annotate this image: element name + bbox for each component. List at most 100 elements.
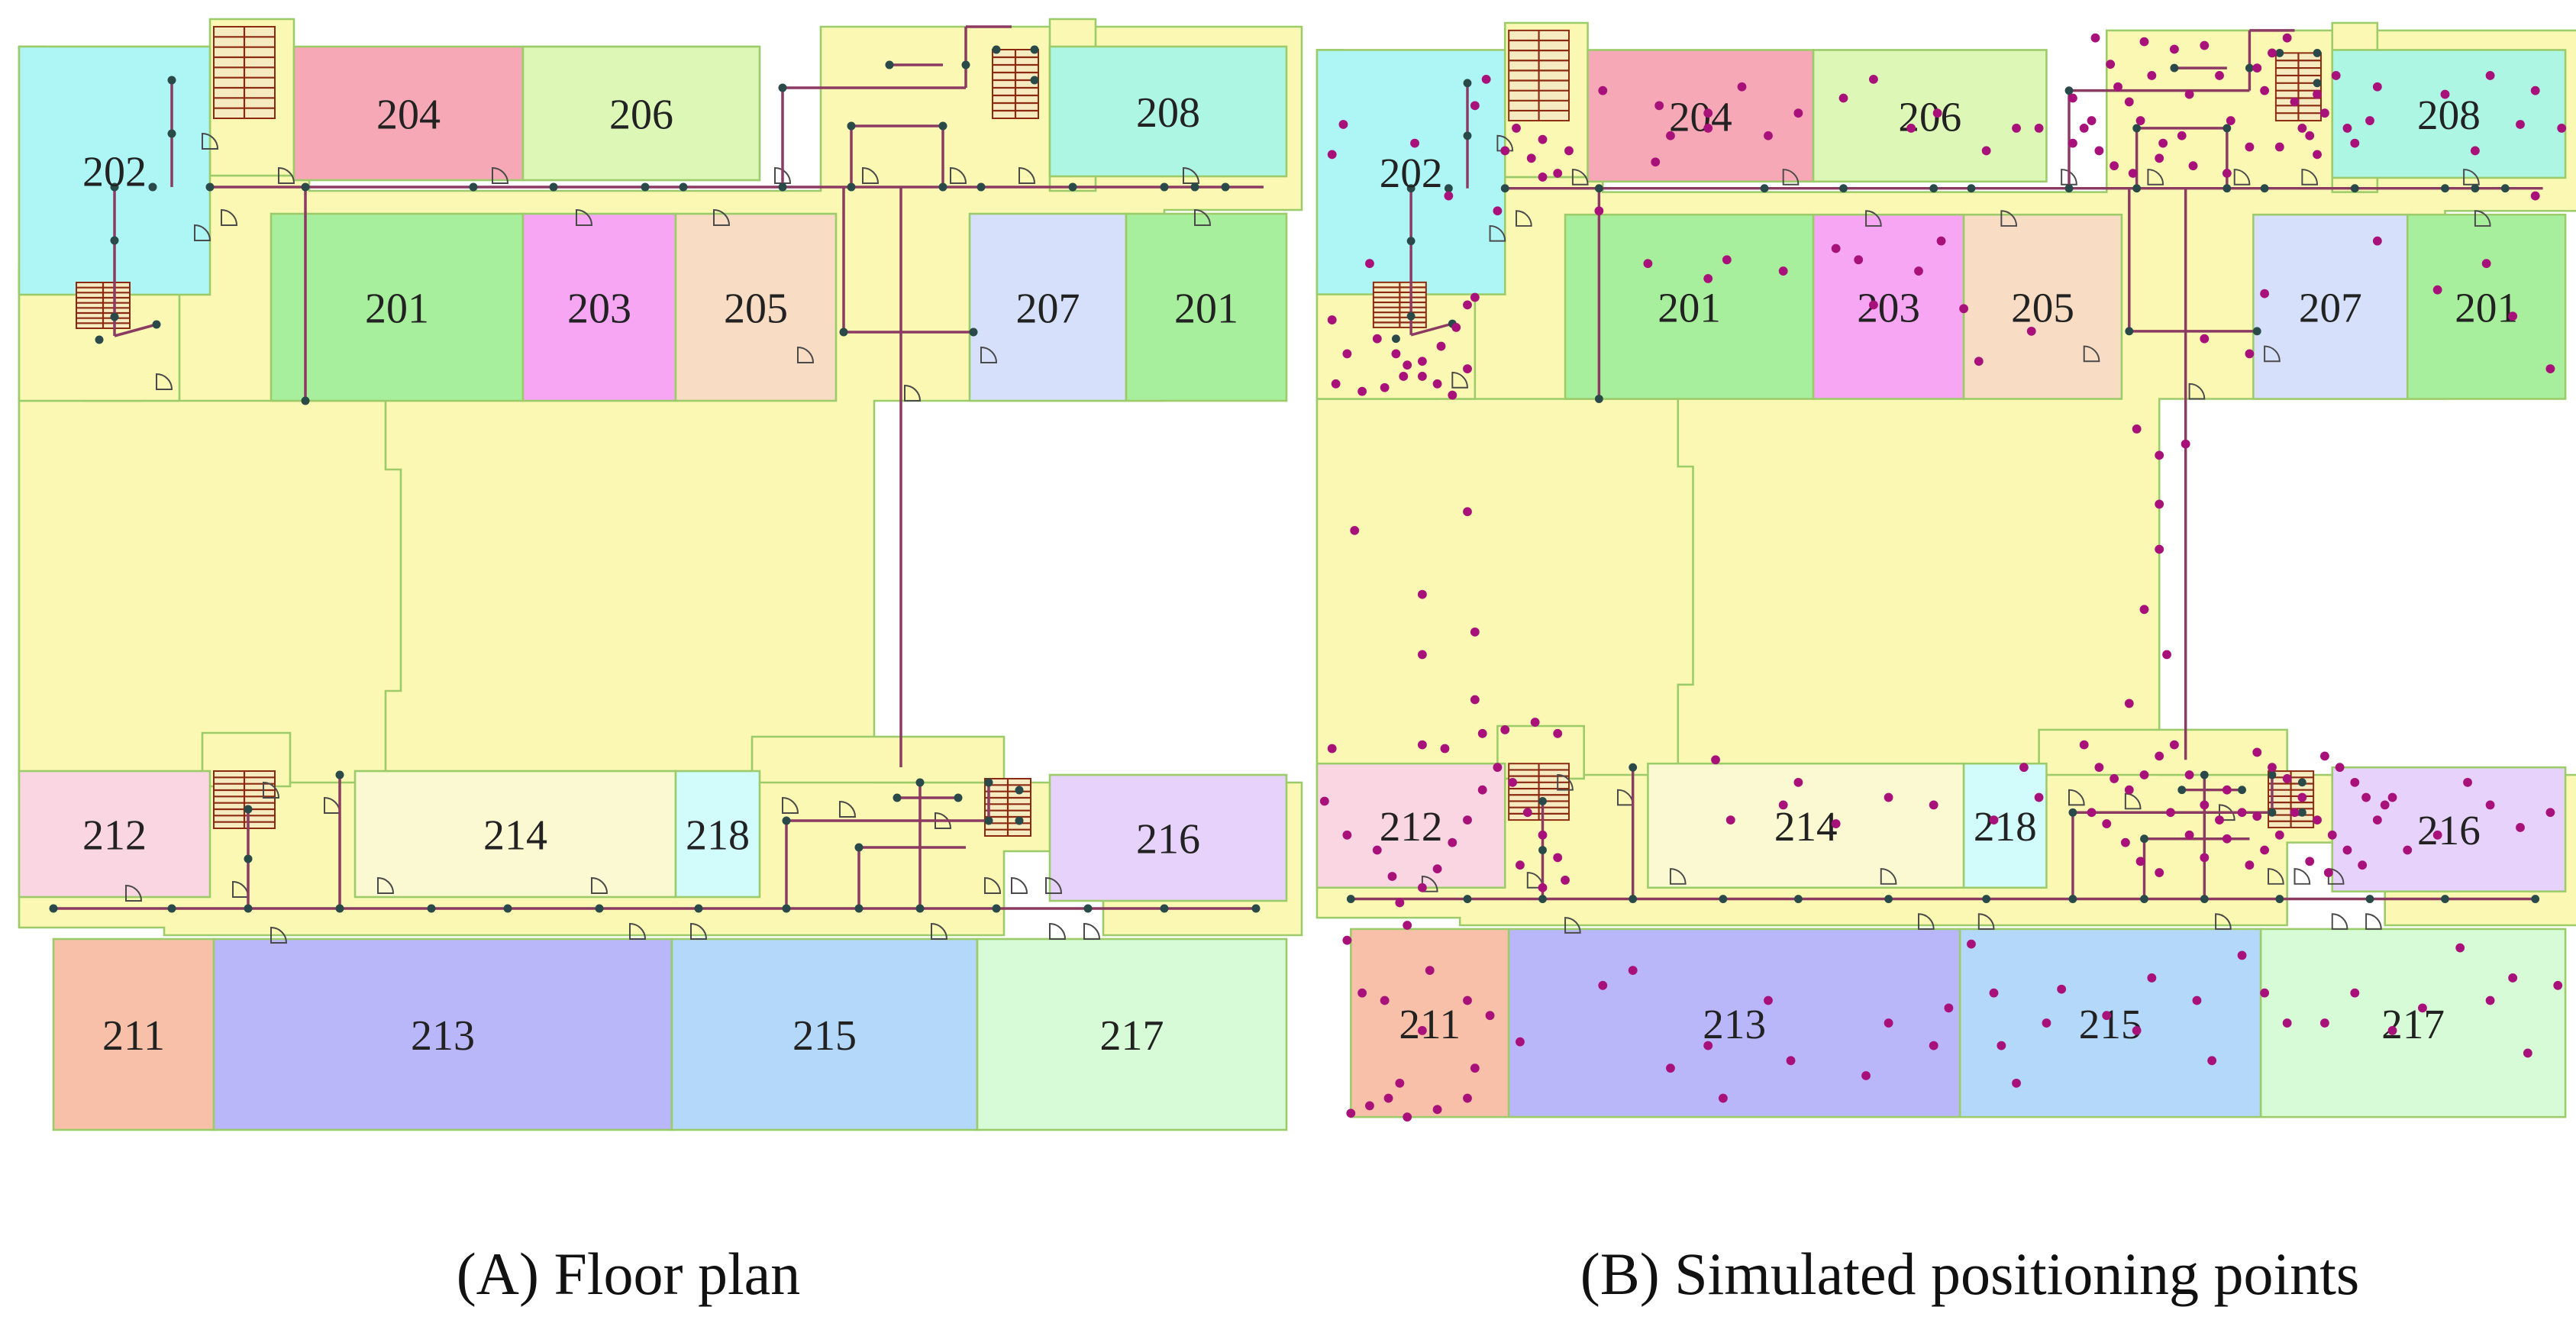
positioning-point: [1725, 815, 1735, 825]
positioning-point: [2139, 770, 2149, 779]
door-arc: [1571, 169, 1589, 186]
path-node: [1538, 797, 1547, 805]
path-node: [2223, 124, 2232, 133]
path-node: [1221, 182, 1230, 192]
positioning-point: [1342, 349, 1352, 359]
positioning-point: [2327, 830, 2337, 840]
path-node: [110, 312, 119, 321]
positioning-point: [1470, 101, 1480, 111]
positioning-point: [1380, 996, 1390, 1005]
positioning-point: [1448, 837, 1457, 847]
door-arc: [782, 796, 799, 814]
path-node: [2297, 808, 2306, 817]
positioning-point: [1417, 372, 1427, 381]
positioning-point: [1403, 921, 1412, 930]
positioning-point: [2181, 439, 2190, 449]
positioning-point: [1342, 830, 1352, 840]
positioning-point: [1516, 1037, 1525, 1047]
positioning-point: [2342, 845, 2352, 855]
positioning-point: [2158, 138, 2168, 148]
positioning-point: [2113, 82, 2122, 92]
positioning-point: [2034, 792, 2044, 802]
positioning-point: [2365, 116, 2374, 125]
positioning-point: [1432, 1105, 1442, 1115]
positioning-point: [2155, 544, 2164, 554]
door-arc: [2068, 789, 2085, 806]
positioning-point: [2342, 123, 2352, 133]
positioning-point: [1854, 255, 1864, 265]
room-214: [353, 770, 677, 899]
positioning-point: [1508, 777, 1518, 787]
positioning-point: [1929, 1041, 1938, 1050]
positioning-point: [1444, 191, 1454, 201]
positioning-point: [2297, 792, 2307, 802]
positioning-point: [2155, 499, 2164, 509]
positioning-point: [1463, 507, 1472, 517]
door-arc: [862, 166, 880, 184]
path-node: [167, 129, 176, 138]
positioning-point: [2132, 424, 2142, 434]
positioning-point: [1516, 860, 1525, 870]
door-arc: [629, 922, 647, 940]
path-node: [641, 182, 650, 192]
room-label-218: 218: [1974, 803, 2037, 850]
path-node: [549, 182, 558, 192]
room-label-207: 207: [2299, 285, 2362, 331]
path-node: [1346, 895, 1355, 903]
positioning-point: [2508, 311, 2518, 321]
door-arc: [2061, 169, 2077, 186]
path-node: [1406, 237, 1416, 246]
positioning-point: [2331, 71, 2341, 80]
door-arc: [1977, 913, 1995, 930]
path-node: [148, 182, 157, 192]
positioning-point: [2282, 33, 2292, 43]
positioning-point: [1448, 390, 1457, 400]
positioning-point: [1440, 744, 1450, 754]
staircase: [2274, 52, 2322, 122]
positioning-point: [1425, 966, 1435, 976]
room-216: [1048, 773, 1288, 902]
room-label-213: 213: [411, 1012, 475, 1060]
positioning-point: [1538, 883, 1548, 892]
positioning-point: [1959, 304, 1969, 314]
positioning-point: [2305, 131, 2315, 140]
path-node: [1392, 334, 1400, 344]
path-node: [49, 904, 58, 913]
path-node: [152, 320, 161, 329]
room-label-203: 203: [1857, 285, 1920, 331]
room-208: [1048, 45, 1288, 178]
positioning-point: [1342, 935, 1352, 945]
positioning-point: [2274, 830, 2284, 840]
positioning-point: [1598, 86, 1608, 95]
positioning-point: [2094, 146, 2104, 156]
positioning-point: [1463, 364, 1472, 374]
door-arc: [1669, 868, 1687, 885]
path-node: [1030, 45, 1039, 54]
path-node: [301, 396, 310, 405]
room-214: [1647, 762, 1965, 889]
positioning-point: [1372, 845, 1382, 855]
door-arc: [1496, 134, 1514, 152]
path-node: [244, 904, 253, 913]
room-204: [1587, 49, 1815, 183]
positioning-point: [1500, 724, 1510, 734]
path-node: [915, 904, 925, 913]
door-arc: [591, 876, 608, 894]
path-node: [110, 236, 119, 245]
positioning-point: [2403, 845, 2413, 855]
positioning-point: [1654, 101, 1664, 111]
positioning-point: [2372, 815, 2382, 825]
positioning-point: [2135, 116, 2145, 125]
positioning-point: [2485, 71, 2495, 80]
positioning-point: [2530, 86, 2540, 95]
path-node: [2200, 770, 2209, 779]
positioning-point: [2094, 763, 2104, 773]
positioning-point: [2012, 123, 2021, 133]
door-arc: [950, 166, 967, 184]
positioning-point: [1598, 980, 1608, 990]
room-label-206: 206: [1898, 93, 1961, 140]
positioning-point: [2155, 153, 2164, 163]
positioning-point: [2260, 988, 2270, 998]
positioning-point: [2132, 1025, 2142, 1035]
path-node: [205, 182, 215, 192]
